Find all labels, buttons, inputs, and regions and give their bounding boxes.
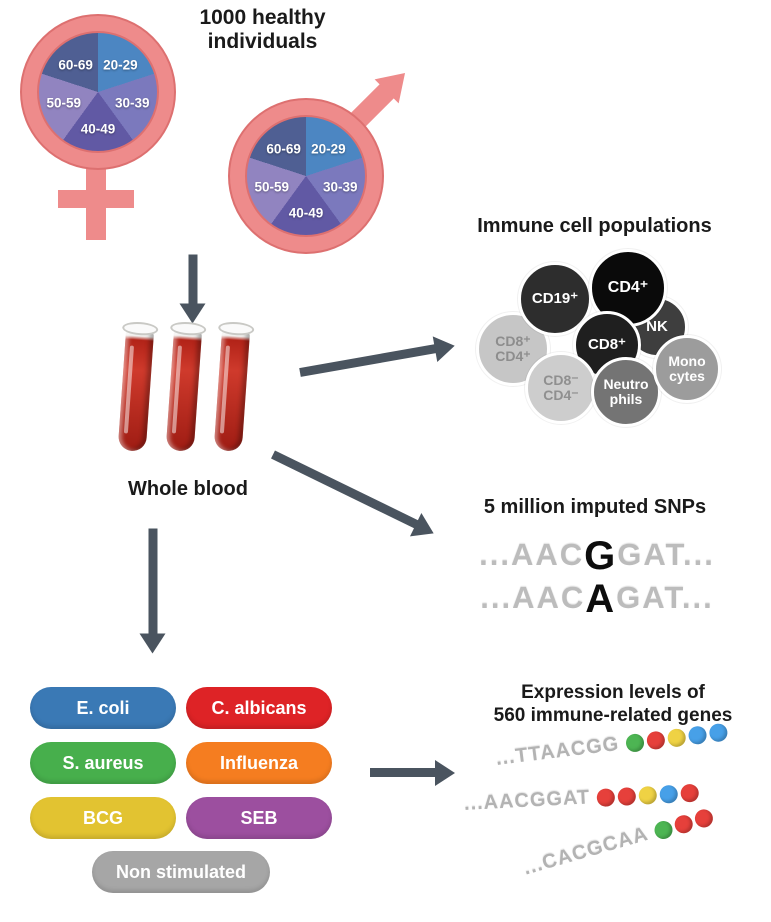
female-symbol: 20-29 30-39 40-49 50-59 60-69 [18, 12, 178, 252]
pie-label-20-29: 20-29 [103, 57, 138, 73]
snp-seq-suffix: GAT... [617, 537, 715, 572]
arrow-stimuli-to-expression [370, 768, 436, 777]
gene-sequence-row: ...AACGGAT [463, 781, 700, 816]
female-age-pie: 20-29 30-39 40-49 50-59 60-69 [37, 31, 159, 153]
cell-cd8-cd4-double-negative: CD8⁻ CD4⁻ [525, 352, 597, 424]
arrow-blood-to-cells [299, 344, 437, 377]
cell-neutrophils: Neutro phils [591, 357, 661, 427]
stimulus-influenza: Influenza [186, 742, 332, 784]
stimulus-saureus: S. aureus [30, 742, 176, 784]
male-age-pie: 20-29 30-39 40-49 50-59 60-69 [245, 115, 367, 237]
blood-tube-body [165, 328, 203, 452]
gene-bead [680, 783, 700, 803]
blood-tube-body [213, 328, 251, 452]
female-symbol-ring: 20-29 30-39 40-49 50-59 60-69 [20, 14, 176, 170]
pie-label-60-69: 60-69 [266, 141, 301, 157]
cell-monocytes: Mono cytes [653, 335, 721, 403]
gene-bead [617, 786, 637, 806]
gene-bead [687, 724, 708, 745]
arrow-blood-to-stimuli [148, 528, 158, 635]
stimulus-bcg: BCG [30, 797, 176, 839]
pie-label-50-59: 50-59 [46, 95, 82, 111]
snp-variant-allele: G [584, 534, 618, 578]
gene-bead [672, 812, 695, 835]
female-symbol-crossbar [58, 190, 134, 208]
gene-sequence-row: ...CACGCAA [521, 804, 716, 880]
blood-tube-body [117, 328, 155, 452]
male-symbol-ring: 20-29 30-39 40-49 50-59 60-69 [228, 98, 384, 254]
arrow-individuals-to-blood [188, 254, 198, 305]
cell-cd4: CD4⁺ [589, 249, 667, 327]
pie-label-60-69: 60-69 [58, 57, 93, 73]
pie-label-40-49: 40-49 [80, 121, 116, 137]
arrow-blood-to-snps [271, 450, 419, 529]
stimulus-seb: SEB [186, 797, 332, 839]
snp-seq-suffix: GAT... [616, 580, 714, 615]
snp-seq-prefix: ...AAC [479, 537, 585, 572]
snp-variant-allele: A [585, 577, 617, 621]
gene-bead [708, 722, 729, 743]
gene-sequence-text: ...CACGCAA [520, 822, 651, 880]
snp-seq-prefix: ...AAC [480, 580, 586, 615]
male-symbol: 20-29 30-39 40-49 50-59 60-69 [222, 58, 432, 258]
whole-blood-label: Whole blood [128, 478, 248, 500]
snp-sequence-1: ...AACGGAT... [452, 534, 742, 579]
gene-bead [666, 727, 687, 748]
blood-tube [113, 320, 159, 457]
gene-sequence-text: ...AACGGAT [463, 786, 591, 815]
gene-bead [596, 787, 616, 807]
blood-tube [209, 320, 255, 457]
gene-bead [652, 818, 675, 841]
stimulus-non-stimulated: Non stimulated [92, 851, 270, 893]
immune-cells-title: Immune cell populations [477, 215, 712, 237]
stimulus-ecoli: E. coli [30, 687, 176, 729]
gene-bead [624, 732, 646, 753]
pie-label-20-29: 20-29 [311, 141, 346, 157]
stimulus-calbicans: C. albicans [186, 687, 332, 729]
gene-bead [659, 784, 679, 804]
pie-label-40-49: 40-49 [288, 205, 324, 221]
expression-title: Expression levels of 560 immune-related … [493, 682, 733, 726]
gene-bead [692, 806, 715, 830]
blood-tubes [117, 320, 278, 472]
pie-label-30-39: 30-39 [114, 95, 150, 111]
snp-sequence-2: ...AACAGAT... [452, 577, 742, 622]
snps-title: 5 million imputed SNPs [483, 496, 707, 518]
gene-bead [638, 785, 658, 805]
figure-title: 1000 healthy individuals [199, 6, 326, 54]
gene-sequence-text: ...TTAACGG [494, 732, 621, 770]
blood-tube [161, 320, 207, 457]
pie-label-50-59: 50-59 [254, 179, 290, 195]
pie-label-30-39: 30-39 [322, 179, 358, 195]
gene-bead [645, 729, 666, 750]
